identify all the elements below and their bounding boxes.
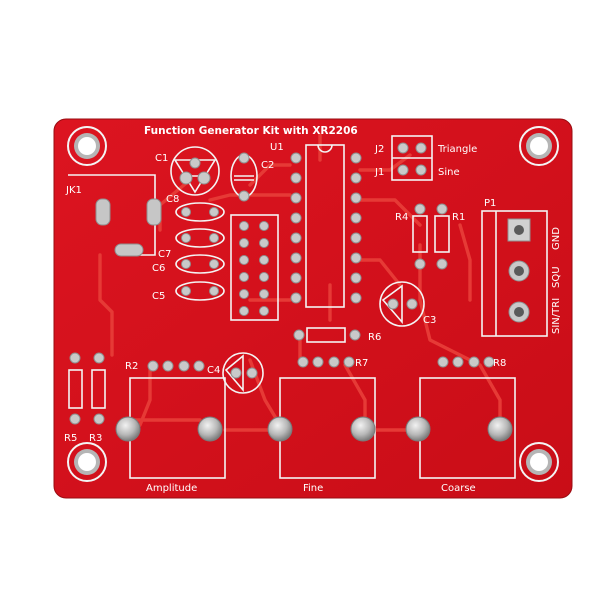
solder-pad	[290, 232, 302, 244]
label-c3: C3	[423, 315, 436, 326]
capacitor-c2: C2	[230, 152, 274, 202]
label-c6: C6	[152, 263, 165, 274]
jumpers-j1-j2: J2 Triangle J1 Sine	[374, 135, 477, 181]
pcb-board	[53, 118, 573, 499]
label-r2: R2	[125, 361, 138, 372]
pot-amplitude: Amplitude	[115, 377, 226, 494]
header-2x6	[230, 214, 279, 321]
capacitor-c1: C1	[155, 146, 220, 196]
solder-pad	[259, 306, 269, 316]
pot-coarse: Coarse	[405, 377, 516, 494]
solder-pad	[209, 233, 219, 243]
solder-pad	[239, 221, 249, 231]
solder-pad	[259, 272, 269, 282]
label-sine: Sine	[438, 167, 460, 178]
capacitors-c5-c8: C8 C7 C6 C5	[152, 194, 225, 302]
label-j2: J2	[374, 144, 384, 155]
trimpot-r2: R2	[125, 360, 205, 372]
solder-pad	[290, 192, 302, 204]
solder-pad	[290, 212, 302, 224]
solder-pad	[290, 272, 302, 284]
label-r3: R3	[89, 433, 102, 444]
resistor-r6: R6	[293, 327, 381, 343]
label-r1: R1	[452, 212, 465, 223]
solder-pad	[239, 272, 249, 282]
solder-pad	[181, 207, 191, 217]
label-c4: C4	[207, 365, 220, 376]
label-gnd: GND	[551, 227, 562, 250]
trimpot-r7: R7	[297, 356, 368, 369]
label-j1: J1	[374, 167, 384, 178]
solder-pad	[350, 192, 362, 204]
jack-jk1: JK1	[65, 174, 162, 257]
resistors-r5-r3: R5 R3	[64, 352, 106, 444]
label-r5: R5	[64, 433, 77, 444]
ic-u1: U1	[270, 142, 362, 308]
label-r6: R6	[368, 332, 381, 343]
mounting-holes	[67, 126, 559, 482]
label-c5: C5	[152, 291, 165, 302]
solder-pad	[259, 221, 269, 231]
label-jk1: JK1	[65, 185, 82, 196]
trimpot-r8: R8	[437, 356, 506, 369]
solder-pad	[290, 252, 302, 264]
solder-pad	[290, 152, 302, 164]
cap-outline	[175, 281, 225, 301]
solder-pad	[350, 152, 362, 164]
label-r4: R4	[395, 212, 408, 223]
resistors-r4-r1: R4 R1	[395, 203, 465, 270]
solder-pad	[290, 292, 302, 304]
solder-pad	[181, 233, 191, 243]
label-coarse: Coarse	[441, 483, 476, 494]
cap-outline	[175, 202, 225, 222]
solder-pad	[259, 238, 269, 248]
solder-pad	[181, 286, 191, 296]
label-p1: P1	[484, 198, 496, 209]
cap-outline	[175, 228, 225, 248]
label-u1: U1	[270, 142, 284, 153]
solder-pad	[239, 289, 249, 299]
capacitor-c4: C4	[207, 352, 264, 394]
pot-fine: Fine	[267, 377, 376, 494]
label-c1: C1	[155, 153, 168, 164]
capacitor-c3: C3	[379, 281, 436, 327]
solder-pad	[350, 252, 362, 264]
label-c2: C2	[261, 160, 274, 171]
label-amplitude: Amplitude	[146, 483, 197, 494]
solder-pad	[239, 238, 249, 248]
label-fine: Fine	[303, 483, 323, 494]
solder-pad	[350, 272, 362, 284]
solder-pad	[239, 255, 249, 265]
solder-pad	[350, 292, 362, 304]
terminal-p1: P1 GND SQU SIN/TRI	[481, 198, 562, 337]
solder-pad	[181, 259, 191, 269]
solder-pad	[259, 289, 269, 299]
cap-outline	[175, 254, 225, 274]
label-c7: C7	[158, 249, 171, 260]
solder-pad	[209, 207, 219, 217]
solder-pad	[239, 306, 249, 316]
solder-pad	[350, 232, 362, 244]
label-r8: R8	[493, 358, 506, 369]
solder-pad	[290, 172, 302, 184]
label-squ: SQU	[551, 266, 562, 288]
solder-pad	[209, 259, 219, 269]
label-r7: R7	[355, 358, 368, 369]
board-title: Function Generator Kit with XR2206	[144, 125, 358, 137]
label-c8: C8	[166, 194, 179, 205]
label-triangle: Triangle	[437, 144, 477, 155]
solder-pad	[350, 212, 362, 224]
solder-pad	[259, 255, 269, 265]
solder-pad	[209, 286, 219, 296]
solder-pad	[350, 172, 362, 184]
label-sin-tri: SIN/TRI	[551, 298, 562, 334]
